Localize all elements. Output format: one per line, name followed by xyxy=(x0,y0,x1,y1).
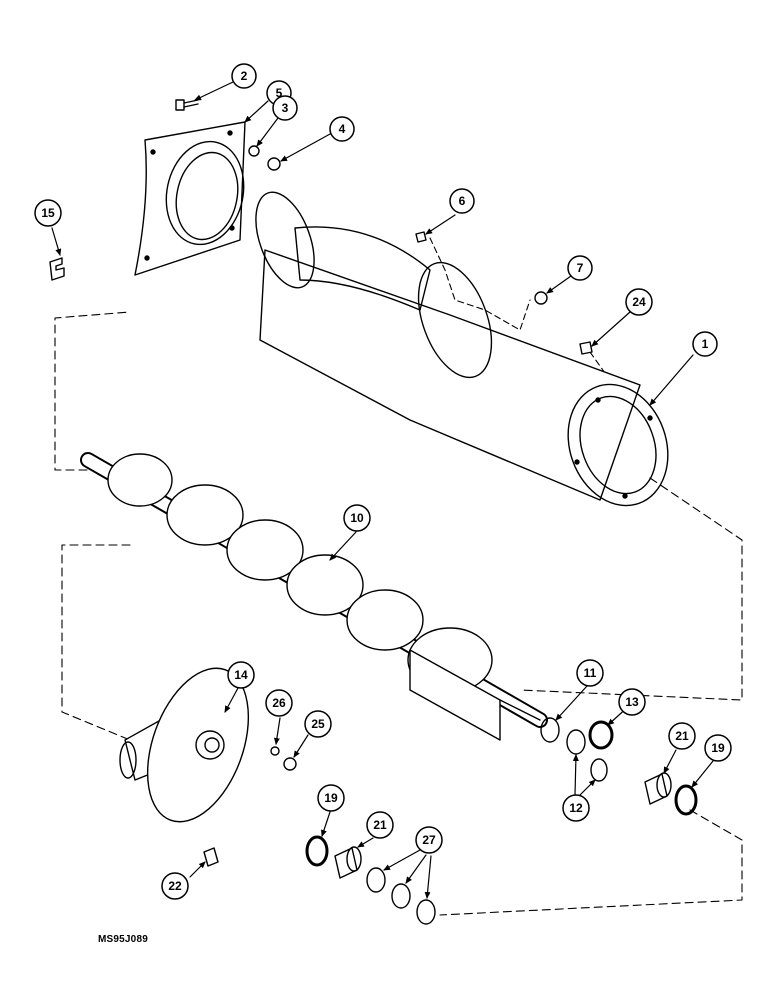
bearing-housing-part-14 xyxy=(119,667,250,823)
bolt-6-dashed-leader xyxy=(429,237,531,331)
svg-text:27: 27 xyxy=(422,833,436,847)
svg-text:10: 10 xyxy=(350,511,364,525)
leader-12a xyxy=(572,754,579,796)
callout-6: 6 xyxy=(449,188,475,214)
leader-2 xyxy=(194,81,234,101)
callout-1: 1 xyxy=(692,331,718,357)
callout-19a: 19 xyxy=(704,734,732,762)
callout-21b: 21 xyxy=(366,811,394,839)
bolt-part-2 xyxy=(175,99,199,111)
leader-26 xyxy=(273,717,281,745)
leader-19b xyxy=(321,811,331,837)
leader-5 xyxy=(244,100,269,123)
nut-part-25 xyxy=(283,757,297,771)
nut-part-4 xyxy=(267,157,281,171)
leader-21a xyxy=(663,749,677,774)
bearing-part-13 xyxy=(588,720,614,750)
callout-27: 27 xyxy=(415,826,443,854)
washer-part-27-a xyxy=(366,867,386,893)
leader-6 xyxy=(425,214,456,235)
svg-text:21: 21 xyxy=(675,729,689,743)
bearing-part-19-right xyxy=(674,784,698,816)
callout-12: 12 xyxy=(562,794,590,822)
leader-1 xyxy=(649,354,694,406)
callout-14: 14 xyxy=(227,661,255,689)
svg-text:11: 11 xyxy=(584,666,597,680)
svg-text:1: 1 xyxy=(702,337,709,351)
callout-22: 22 xyxy=(161,872,189,900)
bolt-part-6 xyxy=(415,231,427,243)
svg-text:21: 21 xyxy=(373,818,387,832)
lower-assembly-dashed-outline xyxy=(61,544,743,916)
svg-text:2: 2 xyxy=(241,69,248,83)
leader-4 xyxy=(280,133,331,162)
leader-25 xyxy=(293,734,309,758)
callout-19b: 19 xyxy=(317,784,345,812)
leader-10 xyxy=(329,531,357,561)
auger-tube-part-1 xyxy=(255,191,669,507)
bearing-part-19-left xyxy=(305,835,329,867)
leader-3 xyxy=(256,117,279,147)
callout-2: 2 xyxy=(231,63,257,89)
washer-part-11 xyxy=(540,717,560,743)
bolt-part-24 xyxy=(579,341,593,355)
svg-text:26: 26 xyxy=(272,696,286,710)
svg-text:7: 7 xyxy=(577,261,584,275)
bushing-part-21-right xyxy=(644,772,672,805)
callout-3: 3 xyxy=(272,95,298,121)
leader-19a xyxy=(691,760,714,788)
leader-24 xyxy=(591,311,631,347)
callout-13: 13 xyxy=(618,688,646,716)
callout-11: 11 xyxy=(576,659,604,687)
svg-text:24: 24 xyxy=(632,295,646,309)
callout-21a: 21 xyxy=(668,722,696,750)
lock-washer-part-3 xyxy=(248,145,260,157)
clip-part-15 xyxy=(49,257,65,281)
callout-26: 26 xyxy=(265,689,293,717)
svg-text:12: 12 xyxy=(569,801,583,815)
washer-part-26 xyxy=(270,746,280,756)
svg-text:15: 15 xyxy=(41,206,55,220)
callout-25: 25 xyxy=(304,710,332,738)
leader-21b xyxy=(357,837,374,848)
leader-14 xyxy=(224,687,239,713)
svg-text:19: 19 xyxy=(711,741,725,755)
washer-part-12-lower xyxy=(590,758,608,782)
washer-part-27-c xyxy=(416,899,436,925)
svg-text:4: 4 xyxy=(339,122,346,136)
leader-27c xyxy=(424,855,432,899)
svg-text:22: 22 xyxy=(168,879,182,893)
leader-15 xyxy=(51,227,62,256)
bushing-part-21-left xyxy=(334,846,362,879)
callout-15: 15 xyxy=(34,199,62,227)
washer-part-27-b xyxy=(391,883,411,909)
leader-27b xyxy=(405,854,427,884)
washer-part-12-upper xyxy=(566,729,586,755)
svg-text:19: 19 xyxy=(324,791,338,805)
svg-text:6: 6 xyxy=(459,194,466,208)
svg-text:14: 14 xyxy=(234,668,248,682)
callout-7: 7 xyxy=(567,255,593,281)
flange-plate-part-5 xyxy=(134,121,246,276)
auger-flighting-part-10 xyxy=(80,452,548,741)
callout-10: 10 xyxy=(343,504,371,532)
leader-22 xyxy=(189,861,206,878)
grease-fitting-part-22 xyxy=(203,847,219,867)
svg-text:5: 5 xyxy=(276,86,283,100)
leader-7 xyxy=(546,275,572,294)
callout-4: 4 xyxy=(329,116,355,142)
drawing-code: MS95J089 xyxy=(98,934,148,945)
callout-24: 24 xyxy=(625,288,653,316)
nut-part-7 xyxy=(534,291,548,305)
svg-text:3: 3 xyxy=(282,101,289,115)
leader-12b xyxy=(579,779,596,796)
svg-text:13: 13 xyxy=(625,695,639,709)
svg-text:25: 25 xyxy=(311,717,325,731)
leader-11 xyxy=(555,685,588,721)
leader-27a xyxy=(383,849,421,871)
